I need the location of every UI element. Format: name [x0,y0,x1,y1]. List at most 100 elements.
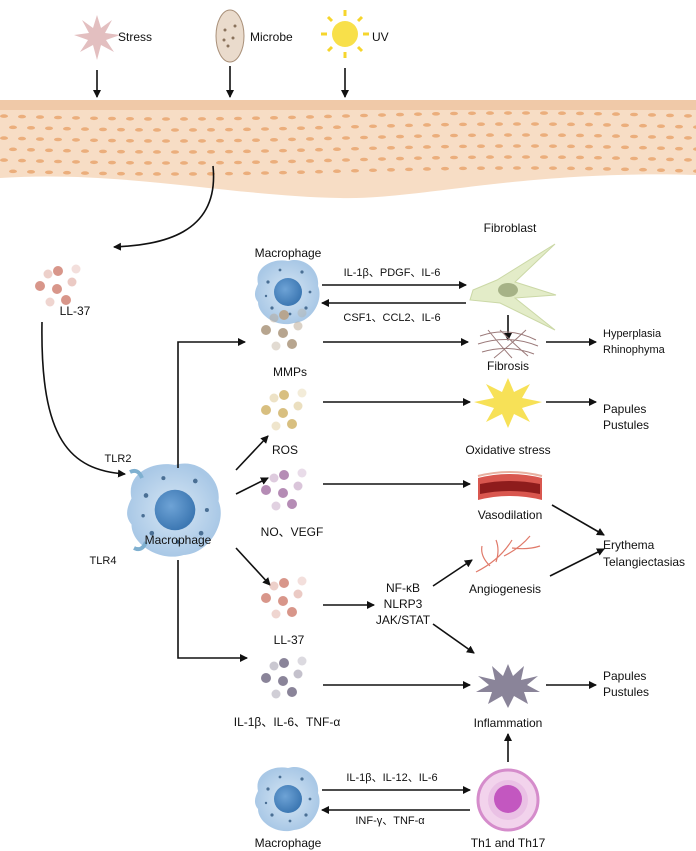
skin-cell [432,156,440,160]
skin-cell [468,133,476,138]
skin-cell [513,122,521,126]
skin-cell [270,138,278,142]
microbe-icon [215,9,245,63]
fibrosis-icon [477,329,539,359]
outcome-papules-1: Papules [603,402,646,416]
ll37-to-tlr-arrow [41,321,126,478]
skin-cell [495,144,503,148]
stress-burst-icon [74,15,120,60]
skin-cell [0,114,8,118]
skin-cell [441,166,449,171]
skin-cell [261,171,269,175]
skin-cell [27,126,35,130]
tlr2-label: TLR2 [105,453,132,465]
skin-cell [288,159,296,164]
outcome-pustules-2: Pustules [603,685,649,699]
skin-cell [117,171,125,176]
fibro-forward-label: IL-1β、PDGF、IL-6 [344,267,441,279]
skin-cell [378,113,386,117]
skin-cell [36,159,44,163]
skin-cell [630,112,638,117]
skin-cell [414,134,422,138]
skin-cell [567,122,575,127]
skin-to-ll37-arrow [113,165,215,251]
skin-cell [90,160,98,165]
trigger-stress-label: Stress [118,30,152,44]
skin-cell [243,149,251,154]
skin-cell [297,170,305,174]
skin-cell [9,169,17,174]
skin-cell [99,149,107,154]
ros-particles-icon [261,388,307,431]
inflammation-icon [476,664,540,708]
skin-cell [657,124,665,128]
skin-cell [684,114,692,118]
mediator-mmps-label: MMPs [273,365,307,379]
skin-cell [477,144,485,148]
skin-cell [594,133,602,138]
skin-cell [621,167,629,172]
skin-cell [144,161,152,165]
skin-cell [405,167,413,172]
macrophage-branch-arrows [177,338,271,662]
skin-cell [279,170,287,175]
skin-cell [261,127,269,131]
skin-cell [180,161,188,165]
skin-cell [72,116,80,120]
skin-cell [189,150,197,154]
skin-cell [162,161,170,165]
skin-cell [153,128,161,132]
skin-cell [234,138,242,143]
skin-cell [216,138,224,143]
angiogenesis-icon [475,535,541,573]
skin-cell [0,158,8,162]
skin-cell [360,157,368,162]
skin-cell [171,128,179,132]
skin-cell [342,158,350,162]
skin-cell [36,115,44,119]
central-macrophage-label: Macrophage [145,533,212,547]
skin-cell [639,123,647,128]
fibroblast-icon [469,243,557,331]
skin-cell [108,116,116,121]
skin-cell [549,122,557,126]
skin-cell [693,147,696,151]
skin-cell [378,135,386,139]
skin-cell [666,113,674,118]
skin-cell [513,166,521,170]
skin-cell [153,172,161,176]
skin-cell [261,149,269,153]
skin-cell [387,123,395,128]
skin-cell [324,136,332,141]
outcome-pustules-1: Pustules [603,418,649,432]
skin-cell [603,123,611,127]
skin-cell [306,115,314,119]
skin-cell [72,138,80,142]
skin-cell [126,116,134,121]
effect-oxidative-label: Oxidative stress [465,443,550,457]
skin-cell [558,133,566,138]
skin-cell [459,144,467,149]
trigger-arrows [93,66,349,98]
top-macrophage-label: Macrophage [255,246,322,260]
mediator-ll37-label: LL-37 [274,633,305,647]
skin-cell [117,127,125,132]
skin-cell [423,123,431,127]
skin-cell [198,117,206,121]
skin-cell [522,155,530,159]
skin-cell [513,144,521,148]
skin-cell [576,133,584,138]
th-backward-label: INF-γ、TNF-α [355,815,425,827]
pathway-nfkb-label: NF-κB [386,581,420,595]
skin-cell [54,159,62,164]
cytokine-particles-icon [261,656,307,699]
skin-cell [18,114,26,119]
skin-cell [45,126,53,131]
trigger-microbe-label: Microbe [250,30,293,44]
skin-cell [81,149,89,153]
oxidative-stress-icon [474,378,542,428]
skin-cell [81,171,89,175]
skin-cell [18,136,26,141]
skin-cell [99,171,107,176]
